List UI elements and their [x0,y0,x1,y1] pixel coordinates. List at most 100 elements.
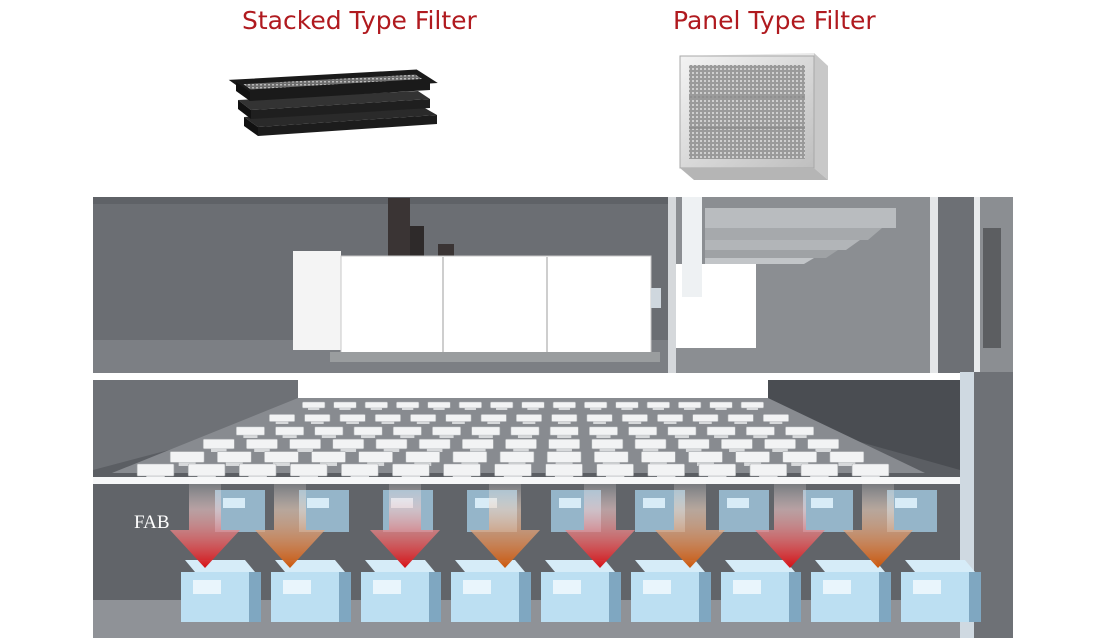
equipment-top [725,560,795,572]
ffu-base [715,408,727,410]
ffu-unit [353,426,383,436]
ffu-base [628,421,642,424]
equipment-side [609,572,621,622]
orange-airflow-arrow [470,478,540,568]
equipment-front [451,572,519,622]
ffu-base [593,421,606,424]
ffu-unit [304,414,331,422]
ffu-unit [589,426,618,436]
ffu-base [556,448,572,452]
ffu-base [310,421,324,424]
equipment-screen [283,580,311,594]
equipment-screen [643,580,671,594]
ffu-unit [471,426,501,436]
ffu-unit [314,426,344,436]
ffu-base [487,421,501,424]
ffu-unit [443,463,481,477]
ffu-base [308,408,320,410]
ffu-unit [706,426,736,436]
ffu-unit [375,438,408,450]
ffu-unit [246,438,278,450]
fab-label: FAB [134,512,170,533]
equipment-screen [733,580,761,594]
ffu-base [340,448,357,452]
ffu-unit [494,463,532,477]
ffu-base [178,462,196,466]
ffu-unit [545,463,583,477]
ffu-unit [591,438,624,450]
equipment-screen [373,580,401,594]
equipment-side [249,572,261,622]
equipment-front [901,572,969,622]
equipment-screen [913,580,941,594]
ffu-unit [548,438,581,450]
ffu-base [400,435,415,438]
ffu-unit [596,463,634,477]
orange-airflow-arrow [255,478,325,568]
ffu-base [674,435,689,438]
equipment-panel [307,498,329,508]
ffu-unit [735,451,770,463]
ffu-base [496,408,508,410]
ffu-unit [546,451,582,463]
ffu-base [426,448,443,452]
ffu-unit [692,414,719,422]
ffu-base [772,448,788,452]
ffu-unit [549,426,579,436]
ffu-base [769,421,783,424]
ffu-unit [800,463,839,477]
ffu-unit [515,414,543,422]
stacked-filter-title: Stacked Type Filter [242,6,477,35]
ffu-unit [290,463,328,477]
ffu-base [225,462,243,466]
ffu-base [596,435,611,438]
equipment-back [887,490,937,532]
ffu-unit [217,451,252,463]
ffu-unit [647,463,685,477]
ffu-unit [709,401,733,409]
ffu-unit [445,414,472,422]
ffu-base [464,408,476,410]
ffu-unit [641,451,676,463]
fab-equipment [181,490,981,622]
ffu-base [517,435,533,438]
ffu-unit [405,451,441,463]
ffu-unit [289,438,321,450]
equipment-panel [811,498,833,508]
ffu-unit [480,414,507,422]
ffu-unit [499,451,535,463]
ffu-base [838,462,856,466]
ffu-base [416,421,430,424]
ffu-unit [341,463,379,477]
ffu-unit [634,438,667,450]
ffu-unit [749,463,788,477]
equipment-front [361,572,429,622]
ffu-base [558,408,570,410]
ffu-unit [688,451,723,463]
equipment-back [299,490,349,532]
ffu-unit [521,401,545,409]
ffu-base [433,408,445,410]
ffu-unit [593,451,629,463]
ffu-unit [339,414,366,422]
ffu-base [746,408,758,410]
ffu-base [370,408,382,410]
ffu-unit [657,414,684,422]
red-airflow-arrow [370,478,440,568]
ffu-unit [238,463,277,477]
ffu-unit [458,401,482,409]
equipment-top [185,560,255,572]
equipment-back [719,490,769,532]
ffu-unit [782,451,817,463]
equipment-panel [559,498,581,508]
ffu-grid [136,401,890,480]
panel-filter-title: Panel Type Filter [673,6,876,35]
ffu-unit [745,426,775,436]
equipment-top [455,560,525,572]
ffu-unit [364,401,388,409]
ffu-unit [721,438,753,450]
ffu-unit [505,438,537,450]
ffu-base [275,421,289,424]
ffu-unit [667,426,697,436]
